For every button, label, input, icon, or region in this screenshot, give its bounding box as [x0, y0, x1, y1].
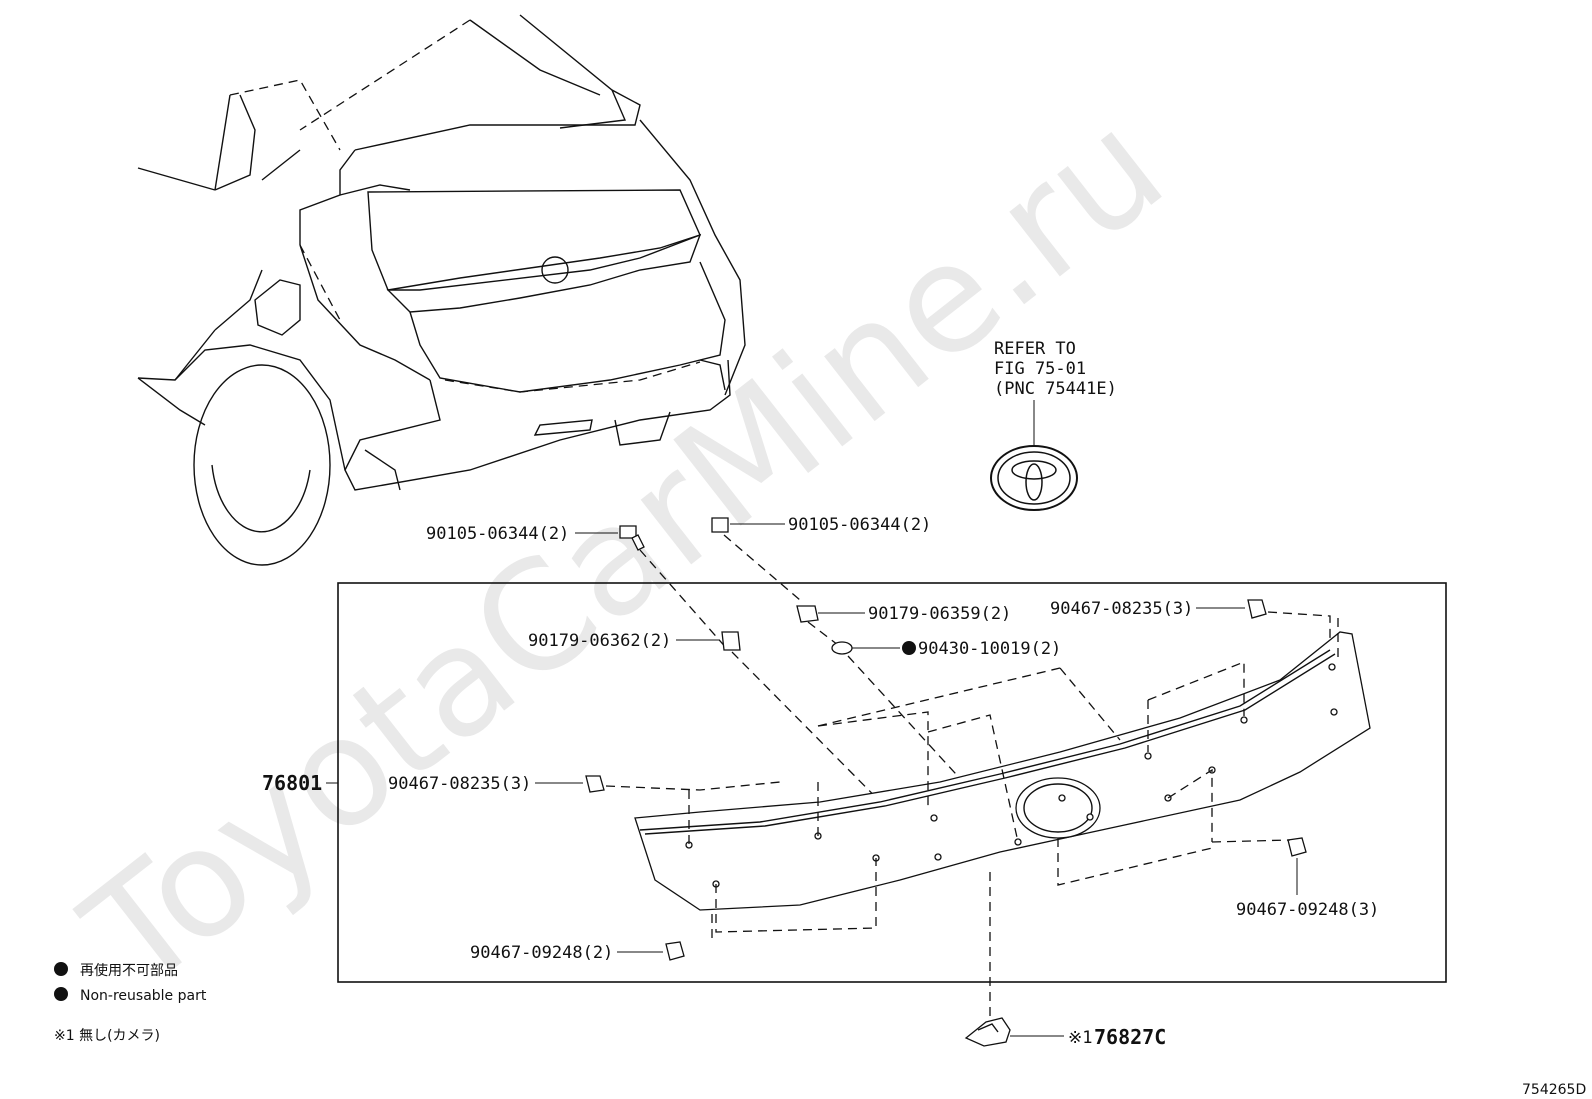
- camera-cover-part: ※1 76827C: [964, 1017, 1166, 1049]
- non-reusable-bullet-icon-2: [54, 987, 68, 1001]
- label-90179-right: 90179-06359(2): [868, 604, 1011, 624]
- non-reusable-bullet-icon: [54, 962, 68, 976]
- figure-id: 754265D: [1522, 1082, 1586, 1098]
- fastener-gasket: 90430-10019(2): [831, 639, 1061, 843]
- label-90179-left: 90179-06362(2): [528, 631, 671, 651]
- legend: 再使用不可部品 Non-reusable part ※1 無し(カメラ): [54, 962, 207, 1044]
- label-76827C: 76827C: [1094, 1025, 1166, 1049]
- watermark-text: ToyotaCarMine.ru: [54, 79, 1195, 1023]
- label-90105-left: 90105-06344(2): [426, 524, 569, 544]
- legend-line1: 再使用不可部品: [80, 962, 178, 979]
- label-90430: 90430-10019(2): [918, 639, 1061, 659]
- label-camera-cover-mark: ※1: [1068, 1028, 1092, 1048]
- fastener-clip-right-lower: 90467-09248(3): [1236, 837, 1379, 920]
- fastener-bolt-left: 90105-06344(2): [426, 524, 729, 651]
- label-90467-top-right: 90467-08235(3): [1050, 599, 1193, 619]
- fastener-nut-right: 90179-06359(2): [796, 604, 1011, 646]
- legend-line2: Non-reusable part: [80, 988, 207, 1004]
- label-90467-right-lower: 90467-09248(3): [1236, 900, 1379, 920]
- label-90467-left: 90467-08235(3): [388, 774, 531, 794]
- fastener-bolt-right: 90105-06344(2): [711, 515, 931, 601]
- toyota-emblem-reference: REFER TO FIG 75-01 (PNC 75441E): [990, 339, 1117, 511]
- toyota-logo-icon: [990, 445, 1078, 511]
- label-90467-bottom-left: 90467-09248(2): [470, 943, 613, 963]
- label-76801: 76801: [262, 771, 322, 795]
- refer-line3: (PNC 75441E): [994, 379, 1117, 399]
- label-76801-group: 76801: [262, 771, 338, 795]
- car-rear-illustration: [137, 14, 746, 566]
- legend-note: ※1 無し(カメラ): [54, 1028, 160, 1044]
- refer-line2: FIG 75-01: [994, 359, 1086, 379]
- fastener-clip-left: 90467-08235(3): [388, 774, 781, 794]
- label-90105-right: 90105-06344(2): [788, 515, 931, 535]
- back-door-garnish: [634, 618, 1371, 1028]
- refer-line1: REFER TO: [994, 339, 1076, 359]
